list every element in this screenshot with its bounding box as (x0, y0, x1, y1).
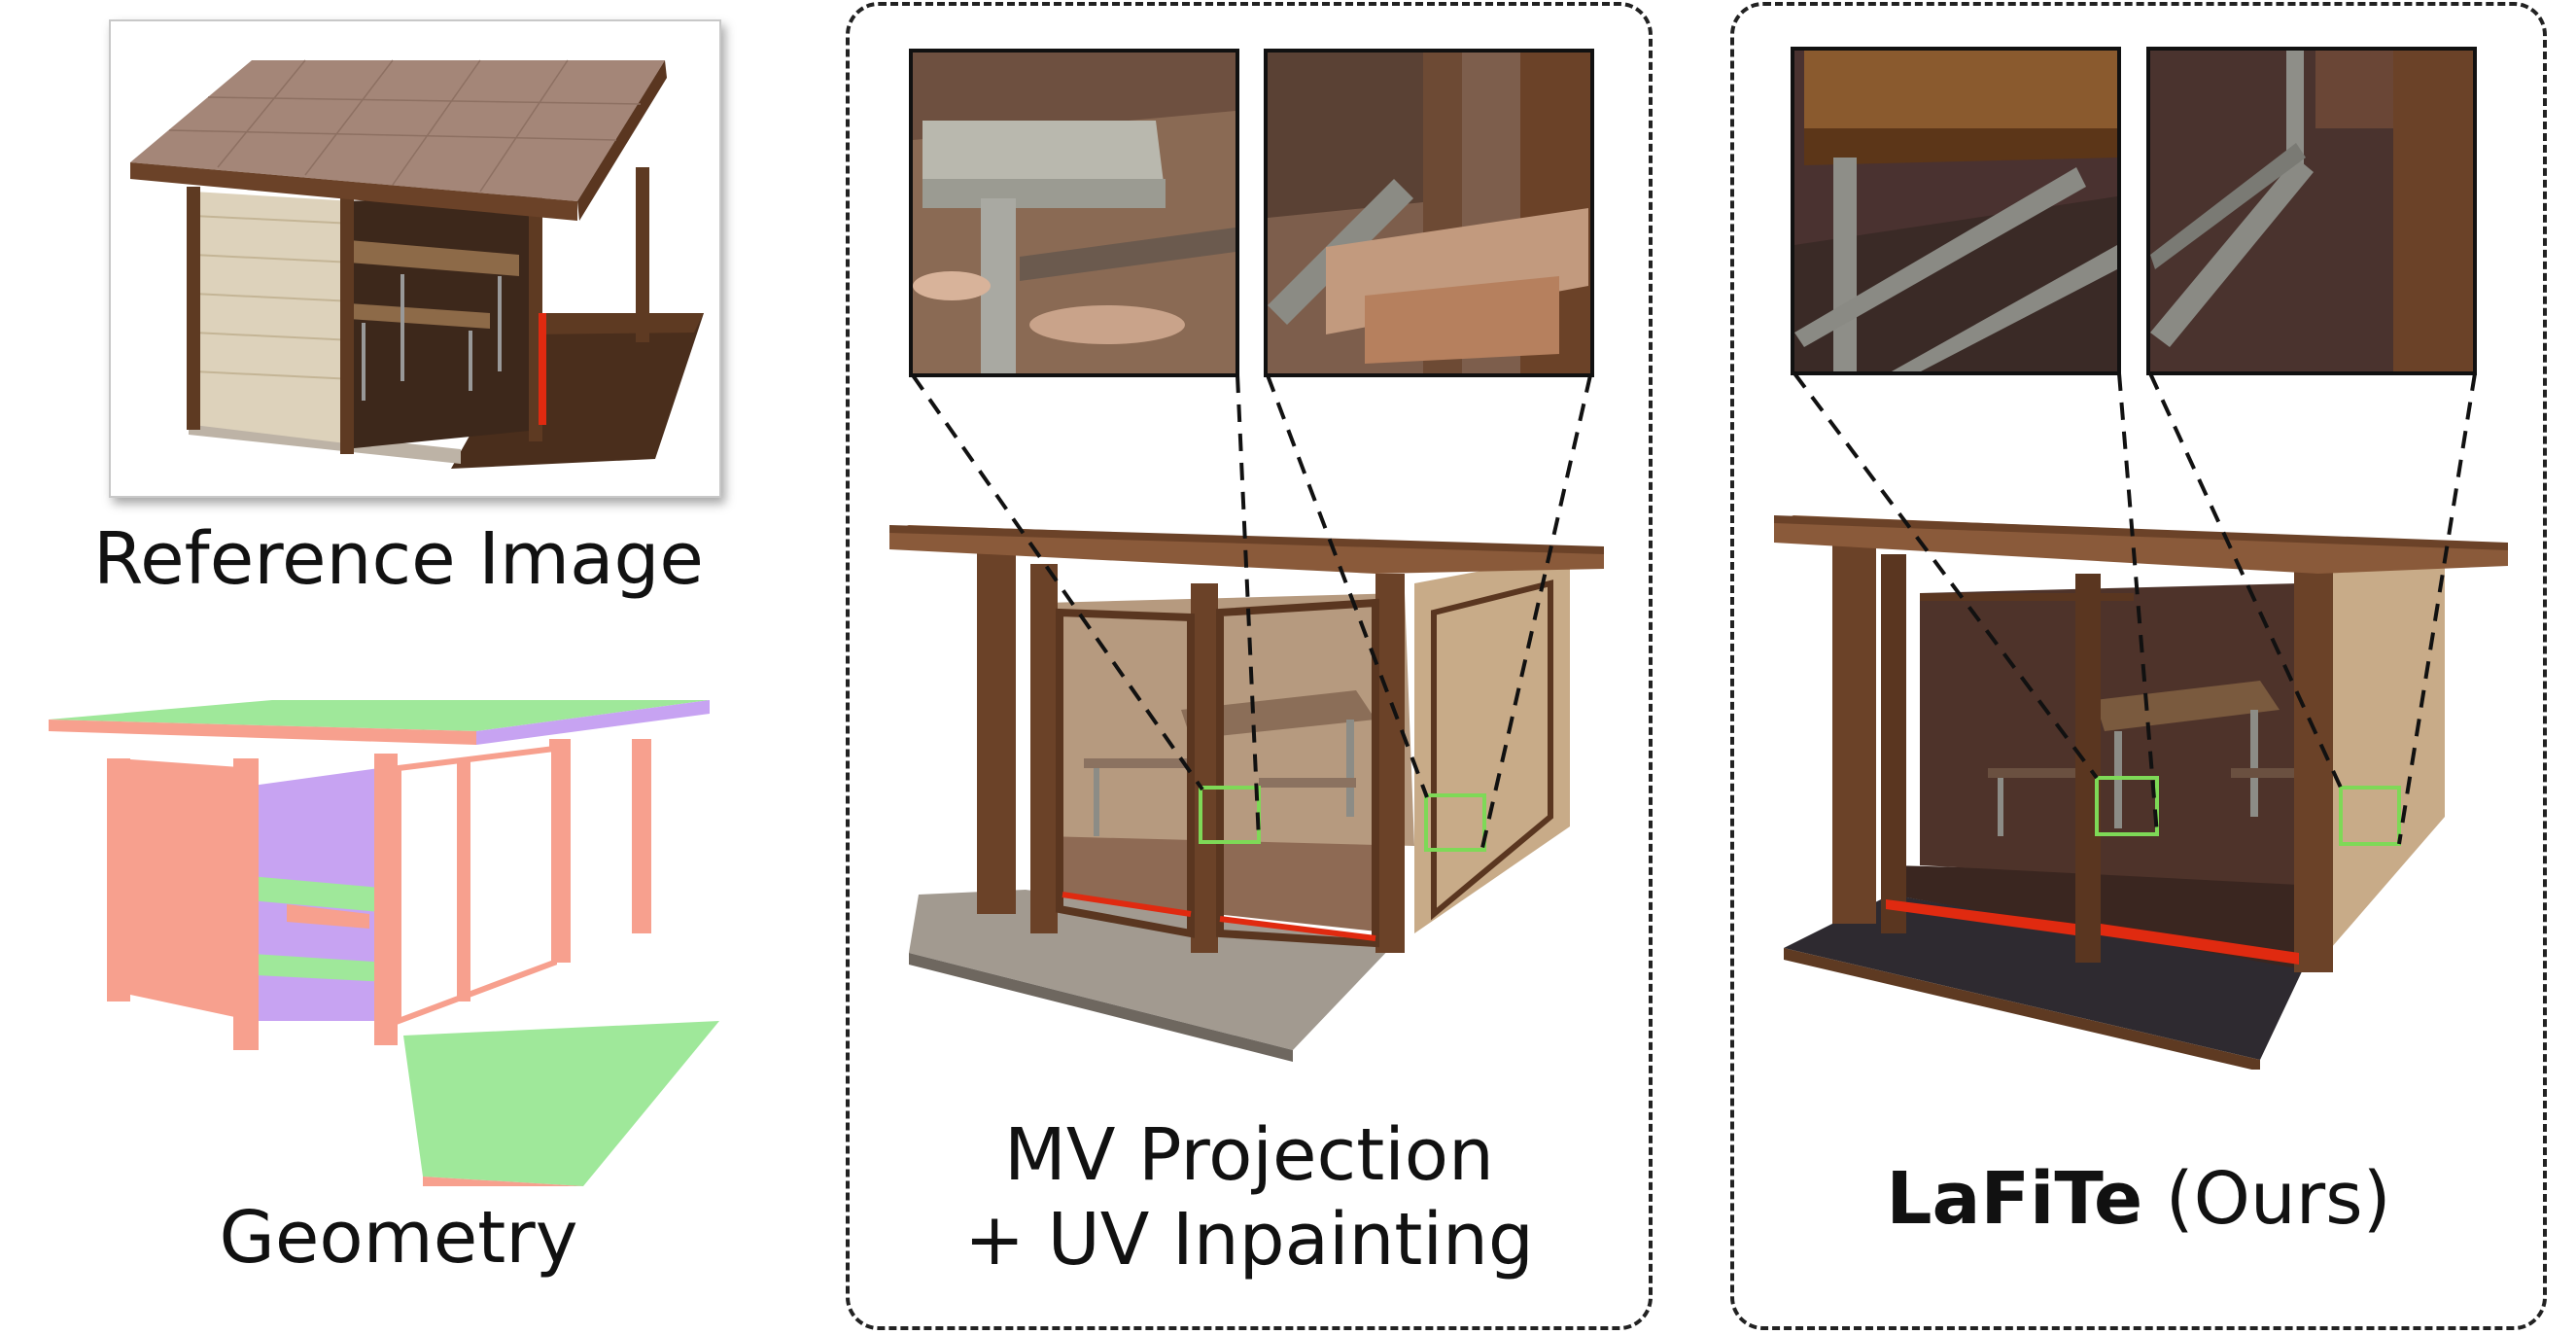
mv-zoom-inset-right (1264, 49, 1594, 377)
reference-image-frame (109, 19, 721, 498)
geometry-caption: Geometry (219, 1196, 578, 1280)
geometry-render (49, 700, 748, 1186)
mv-projection-panel (846, 2, 1653, 1330)
lafite-panel (1730, 2, 2547, 1330)
lafite-caption-method: LaFiTe (1886, 1157, 2143, 1241)
mv-zoom-inset-left (909, 49, 1239, 377)
reference-image-caption: Reference Image (93, 517, 704, 601)
mv-projection-house-render (889, 525, 1619, 1070)
mv-projection-caption-line1: MV Projection (1004, 1113, 1494, 1197)
lafite-caption-ours: (Ours) (2142, 1157, 2391, 1241)
mv-projection-caption-line2: + UV Inpainting (964, 1198, 1534, 1282)
lafite-zoom-inset-left (1791, 47, 2121, 375)
lafite-house-render (1774, 515, 2523, 1070)
lafite-zoom-inset-right (2146, 47, 2477, 375)
reference-house-render (130, 59, 704, 469)
lafite-caption: LaFiTe (Ours) (1740, 1157, 2537, 1242)
